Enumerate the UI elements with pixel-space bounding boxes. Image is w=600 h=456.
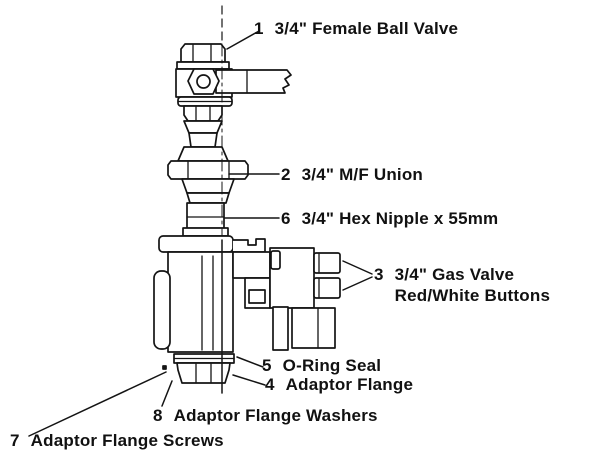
red-button	[313, 252, 341, 274]
leader-lines	[28, 30, 373, 437]
part-label: 3/4" Gas Valve	[394, 265, 515, 284]
part-label: 3/4" Female Ball Valve	[274, 19, 459, 38]
part-label: Adaptor Flange Washers	[173, 406, 378, 425]
callout-mf-union: 2 3/4" M/F Union	[281, 166, 423, 184]
leader-7	[28, 371, 167, 437]
part-label: Adaptor Flange	[285, 375, 414, 394]
callout-hex-nipple: 6 3/4" Hex Nipple x 55mm	[281, 210, 498, 228]
leader-5	[236, 356, 264, 368]
part-label: 3/4" Hex Nipple x 55mm	[301, 209, 499, 228]
gas-valve-drawing	[153, 235, 341, 353]
callout-o-ring-seal: 5 O-Ring Seal	[262, 357, 381, 375]
washer-dot	[162, 365, 167, 370]
leader-3-arrow	[342, 260, 373, 291]
callout-adaptor-flange: 4 Adaptor Flange	[265, 376, 413, 394]
callout-gas-valve: 3 3/4" Gas Valve Red/White Buttons	[374, 266, 550, 305]
ball-valve-drawing	[175, 43, 292, 122]
union-drawing	[167, 120, 249, 204]
callout-adaptor-flange-washers: 8 Adaptor Flange Washers	[153, 407, 378, 425]
part-label: 3/4" M/F Union	[301, 165, 424, 184]
part-number: 2	[281, 165, 291, 184]
part-label-line2: Red/White Buttons	[394, 285, 551, 305]
valve-handle	[215, 69, 292, 94]
part-label: O-Ring Seal	[282, 356, 382, 375]
callout-adaptor-flange-screws: 7 Adaptor Flange Screws	[10, 432, 224, 450]
bracket-hook	[232, 238, 266, 253]
part-number: 7	[10, 431, 20, 450]
adaptor-flange-drawing	[162, 353, 235, 384]
part-label: Adaptor Flange Screws	[30, 431, 224, 450]
white-button	[313, 277, 341, 299]
callout-female-ball-valve: 1 3/4" Female Ball Valve	[254, 20, 458, 38]
leader-8	[161, 380, 173, 407]
part-number: 6	[281, 209, 291, 228]
part-number: 4	[265, 375, 275, 394]
leader-1	[226, 30, 260, 50]
part-number: 5	[262, 356, 272, 375]
part-number: 8	[153, 406, 163, 425]
leader-4	[232, 374, 266, 386]
part-number: 1	[254, 19, 264, 38]
part-number: 3	[374, 265, 384, 284]
hex-nipple-drawing	[182, 202, 229, 237]
